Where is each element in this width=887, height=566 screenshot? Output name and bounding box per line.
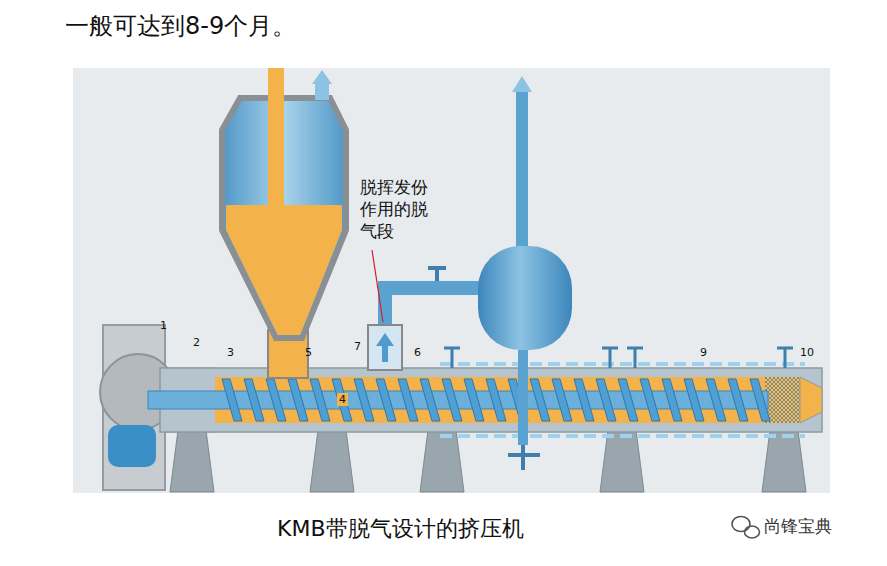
vent-arrow: [376, 333, 394, 362]
watermark: 尚锋宝典: [764, 516, 832, 536]
vent-dome: [368, 325, 402, 370]
callout-number: 1: [160, 319, 167, 332]
screw-flight: [464, 379, 484, 421]
screw-flight: [618, 379, 638, 421]
tank-pipe: [516, 88, 528, 253]
callout-number: 3: [227, 346, 234, 359]
valve: [428, 268, 446, 281]
screw-flight: [552, 379, 572, 421]
screw-flight: [398, 379, 418, 421]
air-arrow: [312, 70, 332, 84]
motor: [108, 425, 156, 467]
feed-arrow: [264, 250, 288, 272]
drain-pipe: [518, 350, 528, 445]
callout-number: 9: [700, 346, 707, 359]
screw-flight: [310, 379, 330, 421]
screw-flight: [574, 379, 594, 421]
callout-number: 5: [305, 346, 312, 359]
callout-text: 脱挥发份作用的脱气段: [360, 176, 429, 242]
screw-flight: [728, 379, 748, 421]
screw-flight: [420, 379, 440, 421]
screw-flight: [244, 379, 264, 421]
screw-flight: [442, 379, 462, 421]
screw-flight: [662, 379, 682, 421]
tank-arrow: [512, 76, 532, 92]
screen-pack: [765, 377, 800, 423]
callout-number: 7: [354, 340, 361, 353]
screw-flight: [706, 379, 726, 421]
screw-flight: [640, 379, 660, 421]
picture-ground: [73, 68, 830, 493]
feed-pipe: [268, 68, 284, 248]
fittings: [444, 348, 793, 368]
screw-flight: [332, 379, 352, 421]
screw-flight: [222, 379, 242, 421]
support-legs: [170, 430, 806, 492]
screw-flight: [684, 379, 704, 421]
callout-number: 2: [193, 336, 200, 349]
vacuum-pipe: [385, 288, 482, 328]
screw-flight: [354, 379, 374, 421]
screw-flight: [288, 379, 308, 421]
screw-flight: [530, 379, 550, 421]
screw-flight: [266, 379, 286, 421]
leader-line: [372, 250, 383, 322]
callout-number: 10: [800, 346, 814, 359]
screw-flight: [750, 379, 770, 421]
callout-number: 6: [414, 346, 421, 359]
callout-number: 4: [337, 393, 348, 406]
wechat-icon: [732, 517, 760, 539]
drain-valve: [508, 445, 540, 470]
vacuum-tank: [478, 246, 572, 350]
screw-flights: [222, 379, 770, 421]
body-text: 一般可达到8-9个月。: [65, 12, 296, 41]
screw-flight: [376, 379, 396, 421]
caption: KMB带脱气设计的挤压机: [277, 516, 524, 542]
screw-flight: [486, 379, 506, 421]
screw-flight: [596, 379, 616, 421]
die: [800, 377, 822, 423]
